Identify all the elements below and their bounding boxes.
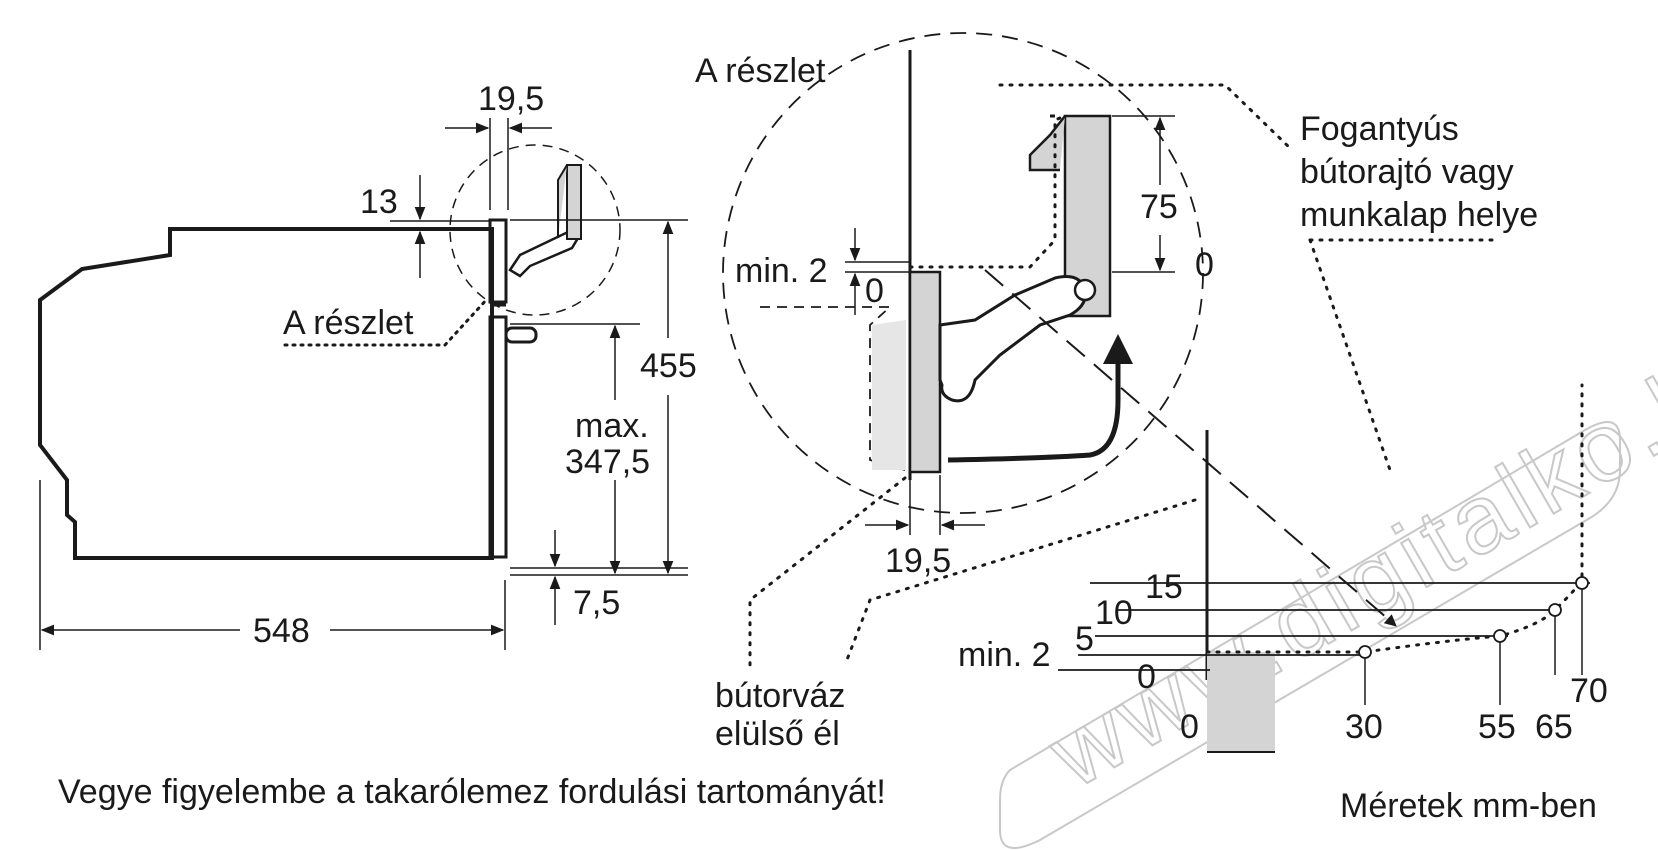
cabinet-line-1: bútorváz bbox=[715, 677, 845, 715]
x-tick-0: 0 bbox=[1180, 708, 1199, 746]
detail-view-labels: A részlet min. 2 0 19,5 75 0 Fogantyús b… bbox=[695, 52, 1538, 753]
x-tick-30: 30 bbox=[1345, 708, 1383, 746]
watermark: www.digitalko.hu bbox=[999, 309, 1658, 849]
dim-max-value: 347,5 bbox=[565, 443, 650, 481]
y-tick-min-2: min. 2 bbox=[958, 636, 1051, 674]
dim-75: 75 bbox=[1140, 188, 1178, 226]
y-tick-0: 0 bbox=[1137, 658, 1156, 696]
note-line-2: bútorajtó vagy bbox=[1300, 153, 1514, 191]
note-line-3: munkalap helye bbox=[1300, 196, 1538, 234]
dim-548: 548 bbox=[253, 612, 310, 650]
hinge-pivot bbox=[1073, 278, 1097, 302]
hinge-arm-small bbox=[508, 230, 580, 278]
swing-curve bbox=[1205, 383, 1584, 654]
x-tick-55: 55 bbox=[1478, 708, 1516, 746]
y-tick-15: 15 bbox=[1145, 568, 1183, 606]
dim-455: 455 bbox=[640, 347, 697, 385]
cabinet-block bbox=[1207, 652, 1275, 752]
dim-min-2-left: min. 2 bbox=[735, 252, 828, 290]
oven-door bbox=[488, 218, 508, 304]
oven-front-panel bbox=[488, 315, 508, 559]
dim-zero-right: 0 bbox=[1195, 246, 1214, 284]
dim-19-5-bottom: 19,5 bbox=[885, 542, 951, 580]
swing-chart-labels: 15 10 5 min. 2 0 0 30 55 65 70 bbox=[958, 568, 1608, 746]
detail-circle-small bbox=[449, 144, 621, 316]
small-door-panel bbox=[566, 164, 582, 240]
dim-7-5: 7,5 bbox=[573, 584, 620, 622]
hinge-arm-detail bbox=[938, 275, 1087, 403]
dim-zero-left: 0 bbox=[865, 272, 884, 310]
y-tick-5: 5 bbox=[1075, 620, 1094, 658]
oven-front-detail bbox=[908, 270, 942, 474]
dim-19-5-top: 19,5 bbox=[478, 80, 544, 118]
oven-handle-knob bbox=[504, 326, 538, 344]
swing-arrow bbox=[947, 334, 1133, 463]
oven-body-outline bbox=[38, 227, 494, 560]
detail-title: A részlet bbox=[695, 52, 826, 90]
units-text: Méretek mm-ben bbox=[1340, 787, 1597, 825]
warning-text: Vegye figyelembe a takarólemez fordulási… bbox=[58, 773, 886, 811]
cabinet-line-2: elülső él bbox=[715, 715, 840, 753]
x-tick-70: 70 bbox=[1570, 672, 1608, 710]
x-tick-65: 65 bbox=[1535, 708, 1573, 746]
oven-side-view bbox=[38, 118, 688, 650]
swing-chart bbox=[1058, 383, 1590, 753]
y-tick-10: 10 bbox=[1095, 594, 1133, 632]
dim-13: 13 bbox=[360, 183, 398, 221]
note-line-1: Fogantyús bbox=[1300, 110, 1459, 148]
side-view-labels: 19,5 13 A részlet 455 max. 347,5 7,5 548 bbox=[253, 80, 697, 650]
dim-max-label: max. bbox=[575, 407, 649, 445]
footer: Vegye figyelembe a takarólemez fordulási… bbox=[58, 773, 1597, 825]
detail-view bbox=[722, 32, 1502, 667]
detail-circle-large bbox=[722, 32, 1204, 514]
detail-label-small: A részlet bbox=[283, 304, 414, 342]
